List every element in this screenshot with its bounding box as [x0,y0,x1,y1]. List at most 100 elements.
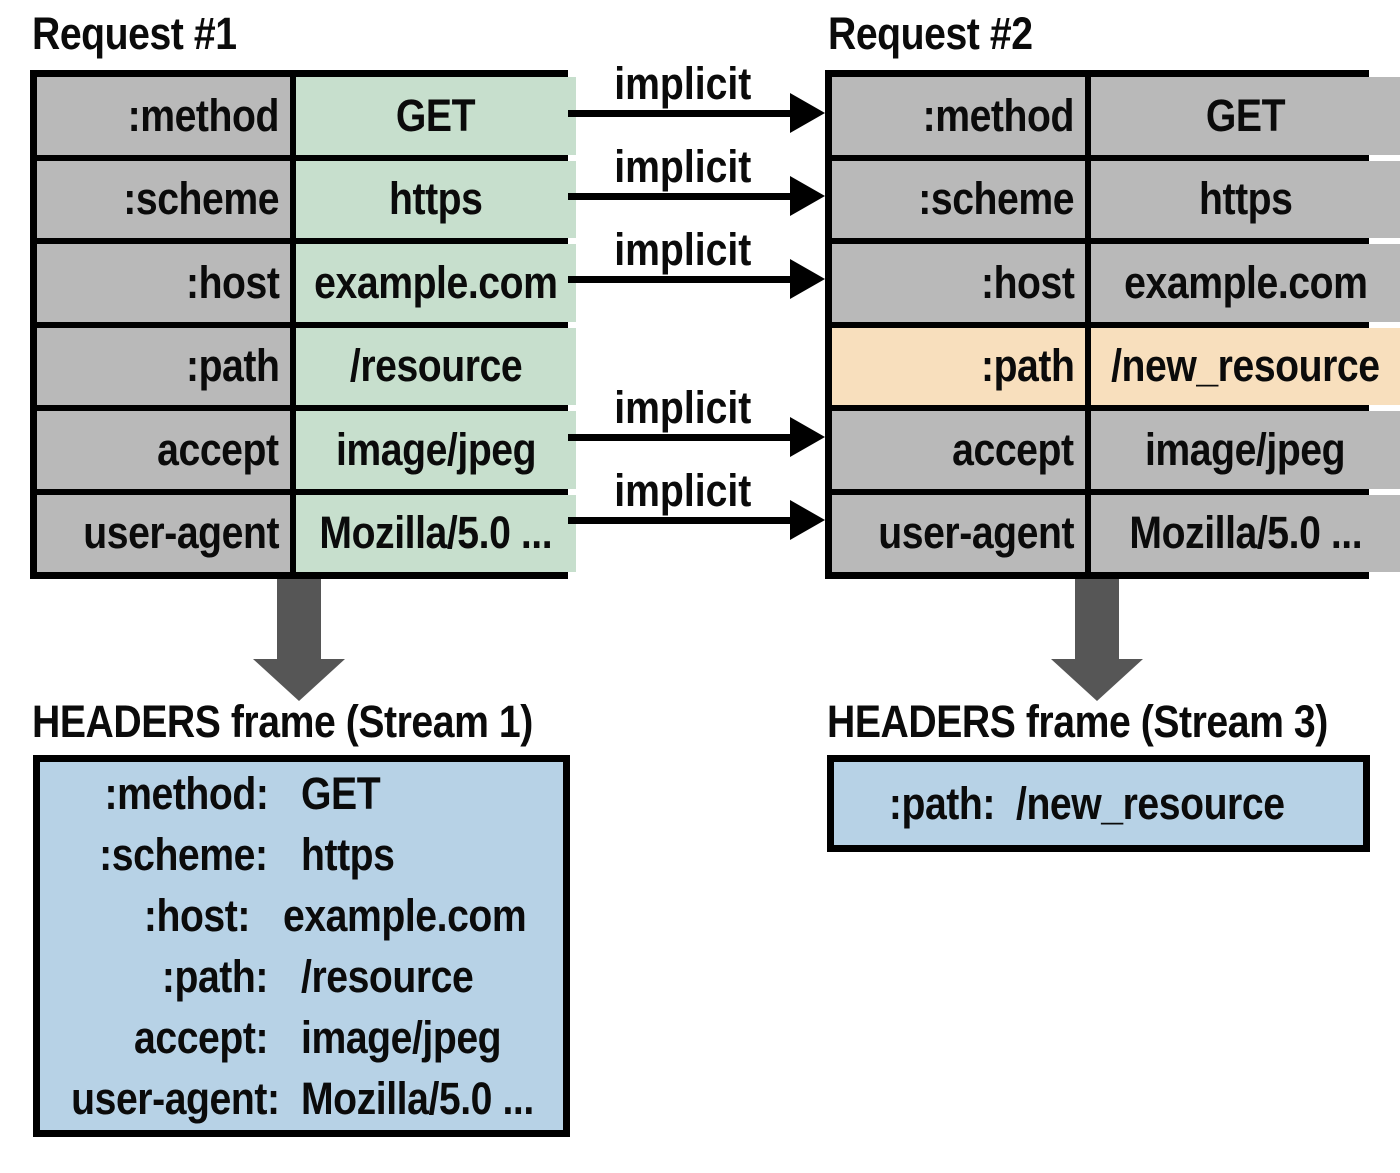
header-name-cell: user-agent [37,494,290,572]
implicit-label-text: implicit [614,58,752,109]
request2-title: Request #2 [828,8,1063,60]
frame-header-value: /new_resource [995,773,1325,834]
frame1-title: HEADERS frame (Stream 1) [32,696,608,748]
header-value-cell: example.com [296,244,576,322]
implicit-label-text: implicit [614,224,752,275]
arrow-head-icon [790,176,825,216]
header-value-cell: https [1091,160,1400,238]
implicit-label-text: implicit [614,382,752,433]
header-value: /resource [349,340,523,392]
frame-header-name-text: user-agent: [71,1073,280,1124]
header-value: GET [396,89,476,141]
header-name: :scheme [918,173,1074,225]
header-name-cell: :scheme [832,160,1085,238]
header-name: accept [157,423,280,475]
header-name-cell: accept [37,411,290,489]
header-name: :host [185,256,279,308]
implicit-label-text: implicit [614,465,752,516]
header-value: Mozilla/5.0 ... [319,507,553,559]
frame-header-name: :scheme: [40,824,269,885]
header-value-cell: GET [296,77,576,155]
header-name: user-agent [878,507,1074,559]
arrow-head-icon [790,93,825,133]
header-name-cell: :host [37,244,290,322]
header-value-cell: Mozilla/5.0 ... [296,494,576,572]
frame-header-value-text: image/jpeg [301,1012,502,1063]
header-name: :host [980,256,1074,308]
arrow-line [568,110,794,117]
frame-header-name: :path: [873,773,996,834]
frame-header-value-text: example.com [283,890,527,941]
down-arrow-icon [277,579,321,661]
header-name-cell: :method [37,77,290,155]
frame-header-value-text: /resource [301,951,474,1002]
frame-line: :path:/new_resource [873,773,1325,834]
header-name-cell: :method [832,77,1085,155]
frame-line: :host: example.com [40,885,563,946]
header-name: user-agent [83,507,279,559]
header-name-cell-highlighted: :path [832,327,1085,405]
frame-header-value-text: GET [301,768,381,819]
header-name: :path [980,340,1074,392]
header-name: accept [952,423,1075,475]
header-value-cell-highlighted: /new_resource [1091,327,1400,405]
frame-header-name-text: :path: [888,778,996,829]
header-name: :method [922,89,1075,141]
frame-header-name-text: :scheme: [99,829,269,880]
header-value: image/jpeg [335,423,537,475]
header-value-cell: https [296,160,576,238]
header-value: https [389,173,483,225]
frame-header-name-text: :method: [104,768,268,819]
frame-header-value: example.com [250,885,563,946]
header-value: https [1198,173,1293,225]
request2-header-table: :method GET :scheme https :host example.… [825,70,1400,579]
header-value-cell: image/jpeg [296,411,576,489]
header-name-cell: accept [832,411,1085,489]
frame-header-value: Mozilla/5.0 ... [268,1068,569,1129]
implicit-label: implicit [568,466,798,516]
request1-title-text: Request #1 [32,8,237,59]
frame3-box: :path:/new_resource [827,755,1370,852]
frame-line: :path:/resource [40,946,563,1007]
request1-title: Request #1 [32,8,267,60]
arrow-line [568,193,794,200]
frame3-title-text: HEADERS frame (Stream 3) [827,696,1328,747]
request2-title-text: Request #2 [828,8,1033,59]
implicit-label: implicit [568,142,798,192]
frame1-title-text: HEADERS frame (Stream 1) [32,696,533,747]
implicit-label: implicit [568,225,798,275]
frame-line: accept: image/jpeg [40,1007,563,1068]
arrow-head-icon [790,417,825,457]
frame-line: user-agent:Mozilla/5.0 ... [40,1068,563,1129]
header-value-cell: GET [1091,77,1400,155]
header-name: :scheme [123,173,279,225]
frame-header-value: image/jpeg [268,1007,531,1068]
frame-header-name-text: accept: [133,1012,268,1063]
frame-header-name: user-agent: [40,1068,280,1129]
implicit-label-text: implicit [614,141,752,192]
header-value: Mozilla/5.0 ... [1128,507,1362,559]
header-name-cell: :host [832,244,1085,322]
header-name: :method [127,89,280,141]
frame-header-name-text: :host: [144,890,251,941]
header-value-cell: image/jpeg [1091,411,1400,489]
frame1-box: :method: GET :scheme: https :host: example.… [33,755,570,1137]
header-value: /new_resource [1111,340,1380,392]
arrow-line [568,434,794,441]
frame-header-name: :method: [40,763,268,824]
implicit-label: implicit [568,383,798,433]
frame-header-value-text: https [301,829,395,880]
header-name: :path [185,340,279,392]
frame-header-name: accept: [40,1007,268,1068]
frame3-title: HEADERS frame (Stream 3) [827,696,1400,748]
down-arrow-head-icon [253,659,345,701]
header-name-cell: :scheme [37,160,290,238]
down-arrow-head-icon [1051,659,1143,701]
header-value-cell: example.com [1091,244,1400,322]
frame-header-value: GET [268,763,392,824]
implicit-label: implicit [568,59,798,109]
arrow-head-icon [790,259,825,299]
frame-header-name: :host: [40,885,251,946]
header-value-cell: Mozilla/5.0 ... [1091,494,1400,572]
